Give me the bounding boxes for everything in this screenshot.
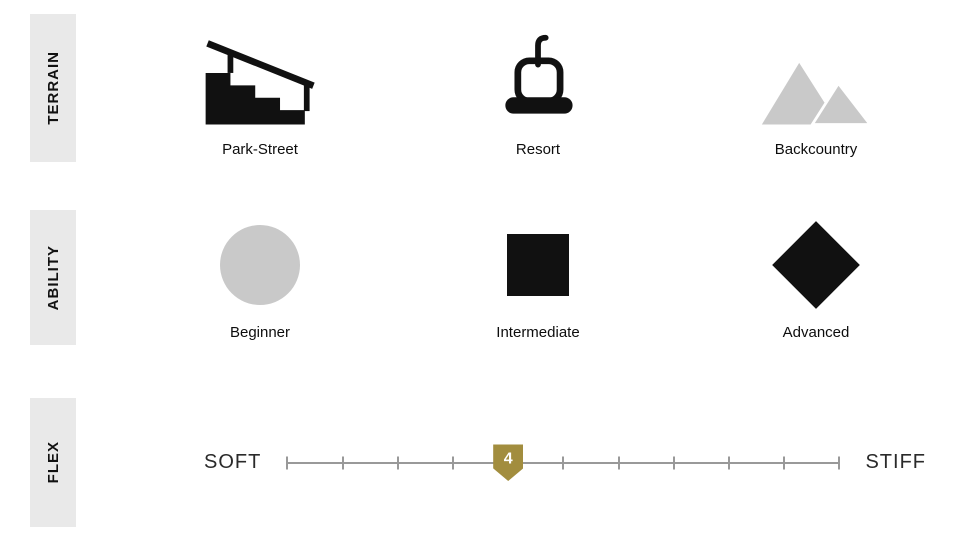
chairlift-icon	[490, 30, 586, 128]
ability-item-label: Beginner	[229, 324, 291, 341]
ability-row: ABILITY Beginner Intermediate Advanced	[30, 210, 942, 345]
ability-row-content: Beginner Intermediate Advanced	[76, 210, 955, 345]
ability-item-beginner: Beginner	[121, 210, 399, 345]
terrain-item-label: Backcountry	[774, 141, 858, 158]
square-icon	[507, 219, 569, 311]
flex-tick	[783, 456, 786, 469]
circle-icon	[220, 219, 300, 311]
terrain-row-content: Park-Street Resort	[76, 14, 955, 162]
flex-tick	[838, 456, 841, 469]
flex-tick	[562, 456, 565, 469]
flex-tick	[672, 456, 675, 469]
ability-row-label: ABILITY	[30, 210, 76, 345]
stairs-rail-icon	[198, 30, 322, 128]
flex-row-label-text: FLEX	[44, 441, 62, 484]
terrain-row: TERRAIN Park-Street	[30, 14, 942, 162]
terrain-row-label: TERRAIN	[30, 14, 76, 162]
flex-value-badge: 4	[493, 444, 524, 481]
ability-row-label-text: ABILITY	[44, 244, 62, 311]
flex-scale: 4	[286, 443, 841, 483]
terrain-item-park-street: Park-Street	[121, 14, 399, 162]
terrain-item-label: Resort	[515, 141, 561, 158]
flex-stiff-label: STIFF	[865, 451, 926, 473]
ability-item-label: Advanced	[782, 324, 850, 341]
flex-tick	[396, 456, 399, 469]
flex-tick	[341, 456, 344, 469]
ability-item-intermediate: Intermediate	[399, 210, 677, 345]
flex-tick	[451, 456, 454, 469]
terrain-item-resort: Resort	[399, 14, 677, 162]
flex-row-content: SOFT 4 STIFF	[76, 398, 942, 527]
flex-tick	[286, 456, 289, 469]
terrain-row-label-text: TERRAIN	[44, 51, 62, 125]
flex-soft-label: SOFT	[204, 451, 262, 473]
flex-row-label: FLEX	[30, 398, 76, 527]
terrain-item-label: Park-Street	[222, 141, 298, 158]
flex-tick	[617, 456, 620, 469]
flex-tick	[728, 456, 731, 469]
terrain-item-backcountry: Backcountry	[677, 14, 955, 162]
ability-item-label: Intermediate	[496, 324, 580, 341]
mountains-icon	[760, 30, 872, 128]
flex-row: FLEX SOFT 4 STIFF	[30, 398, 942, 527]
ability-item-advanced: Advanced	[677, 210, 955, 345]
diamond-icon	[772, 219, 860, 311]
